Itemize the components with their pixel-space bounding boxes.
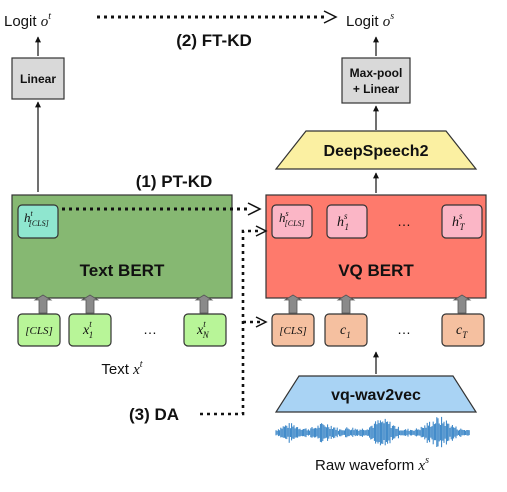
- text-token-n-box: [183, 313, 227, 347]
- vq-hidden-1-box: [326, 204, 368, 239]
- vq-token-1-box: [324, 313, 368, 347]
- vq-token-t-label: cT: [456, 323, 468, 340]
- ft-kd-label: (2) FT-KD: [176, 31, 252, 50]
- vq-token-1-arrow: [336, 294, 356, 314]
- vq-token-t-box: [441, 313, 485, 347]
- text-bert-label: Text BERT: [80, 261, 165, 280]
- text-token-cls-arrow: [33, 294, 53, 314]
- vq-token-t-arrow: [452, 294, 472, 314]
- waveform-graphic: [275, 416, 470, 448]
- text-token-cls: [CLS]: [17, 294, 61, 347]
- vq-hidden-cls-box: [271, 204, 313, 239]
- speech-head-line2: + Linear: [353, 82, 400, 96]
- vq-hidden-cls-label: hs[CLS]: [279, 209, 305, 228]
- speech-input-label: Raw waveform xs: [315, 455, 429, 474]
- text-linear-box: [11, 57, 65, 100]
- text-input-label: Text xt: [101, 359, 142, 378]
- vq-token-cls-label: [CLS]: [279, 325, 307, 337]
- vq-token-1-label: c1: [340, 323, 351, 340]
- vq-hidden-t-box: [441, 204, 483, 239]
- vq-wav2vec-box: [274, 375, 478, 413]
- vq-wav2vec-label: vq-wav2vec: [331, 387, 421, 404]
- text-token-1-box: [68, 313, 112, 347]
- text-cls-state-label: ht[CLS]: [24, 209, 49, 228]
- text-token-ellipsis: …: [143, 321, 157, 337]
- pt-kd-arrowhead: [247, 202, 262, 216]
- vq-token-cls: [CLS]: [271, 294, 315, 347]
- vq-token-cls-box: [271, 313, 315, 347]
- speech-head-box: [341, 57, 411, 104]
- text-token-cls-box: [17, 313, 61, 347]
- pt-kd-label: (1) PT-KD: [136, 172, 213, 191]
- vq-token-1: c1: [324, 294, 368, 347]
- speech-head-line1: Max-pool: [350, 66, 403, 80]
- text-token-n-arrow: [194, 294, 214, 314]
- vq-hidden-ellipsis: …: [397, 213, 411, 229]
- speech-logit-label: Logit os: [346, 11, 394, 30]
- da-arrowhead-upper: [255, 225, 268, 237]
- text-linear-label: Linear: [20, 72, 56, 86]
- vq-bert-label: VQ BERT: [338, 261, 414, 280]
- ft-kd-arrowhead: [323, 10, 338, 24]
- deepspeech-label: DeepSpeech2: [324, 143, 429, 160]
- text-token-1-arrow: [80, 294, 100, 314]
- deepspeech-box: [274, 130, 478, 170]
- da-label: (3) DA: [129, 405, 179, 424]
- da-arrowhead-lower: [255, 316, 268, 328]
- vq-token-t: cT: [441, 294, 485, 347]
- vq-token-cls-arrow: [283, 294, 303, 314]
- vq-token-ellipsis: …: [397, 321, 411, 337]
- text-token-cls-label: [CLS]: [25, 325, 53, 337]
- text-cls-state: [17, 204, 59, 239]
- text-logit-label: Logit ot: [4, 11, 51, 30]
